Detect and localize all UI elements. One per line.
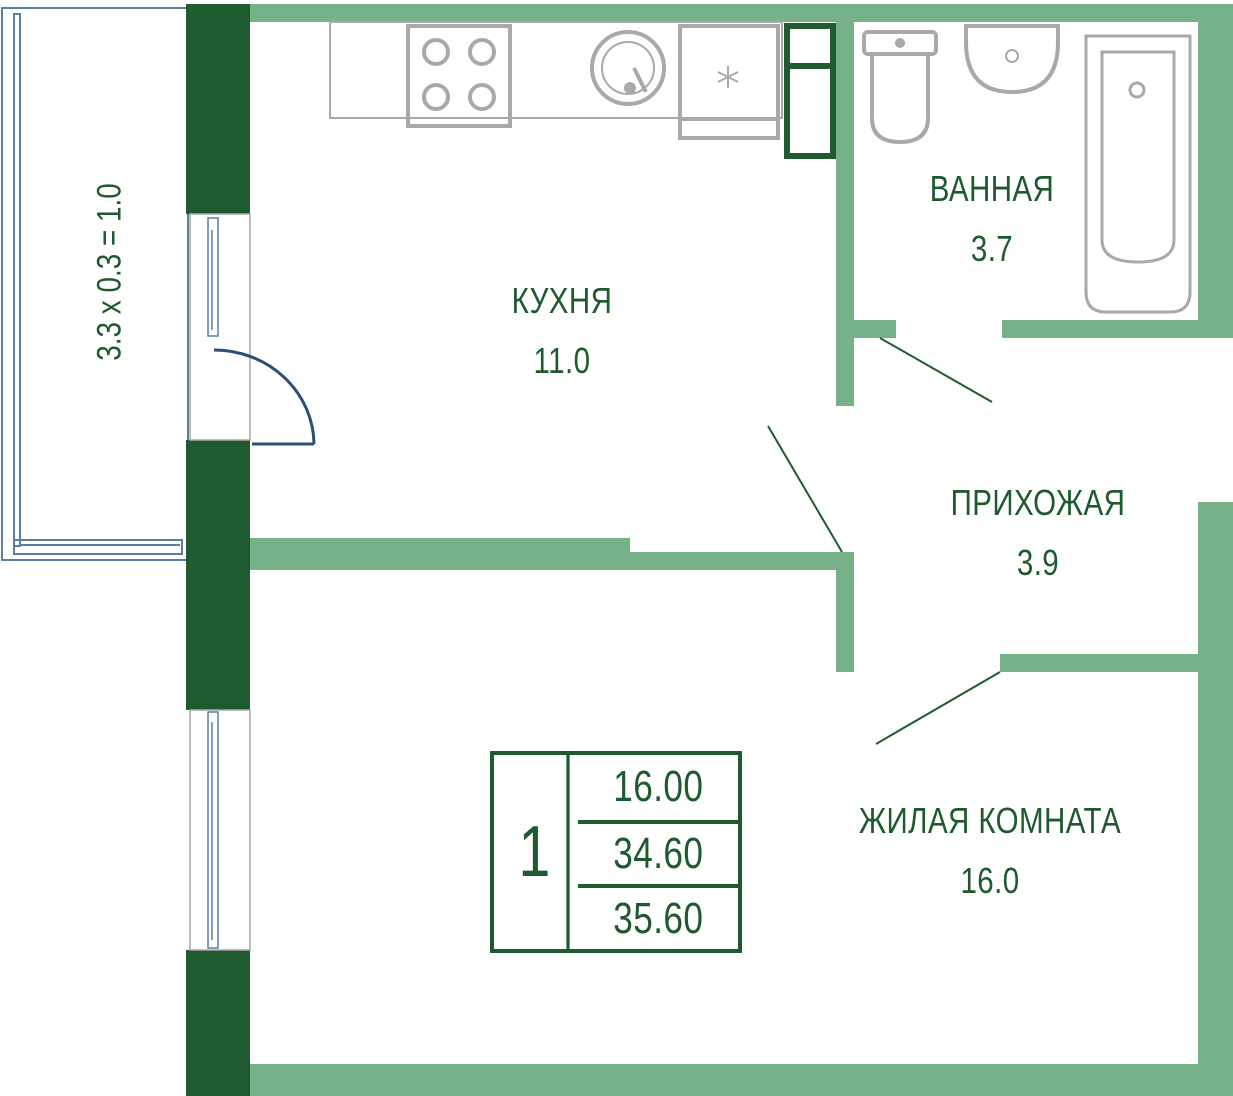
sink-icon [590, 30, 666, 106]
kitchen-area: 11.0 [533, 340, 591, 381]
walls-light [250, 4, 1233, 1096]
total-with-balcony-value: 35.60 [578, 884, 738, 949]
living-area-value: 16.00 [578, 755, 738, 820]
area-values: 16.00 34.60 35.60 [578, 755, 738, 949]
kitchen-counter [329, 21, 783, 119]
fridge-icon [678, 24, 780, 140]
bathroom-label: ВАННАЯ [929, 168, 1055, 209]
hallway-label: ПРИХОЖАЯ [950, 482, 1126, 523]
kitchen-label: КУХНЯ [511, 280, 613, 321]
washbasin-icon [964, 24, 1060, 95]
window-kitchen [189, 213, 251, 441]
door-swing-icon [213, 348, 316, 446]
total-area-value: 34.60 [578, 819, 738, 885]
toilet-icon [862, 30, 938, 145]
stove-icon [406, 24, 512, 128]
cabinet [784, 23, 836, 159]
bathtub-icon [1084, 34, 1192, 314]
living-label: ЖИЛАЯ КОМНАТА [858, 800, 1122, 841]
living-area-text: 16.00 [612, 762, 704, 812]
bathroom-area: 3.7 [970, 228, 1014, 269]
walls-dark [186, 4, 250, 1096]
hallway-area: 3.9 [1016, 542, 1060, 583]
door-lines [767, 337, 1001, 745]
total-with-balcony-text: 35.60 [612, 893, 704, 943]
balcony [1, 7, 189, 561]
total-area-text: 34.60 [612, 828, 704, 878]
rooms-count: 1 [502, 755, 570, 949]
living-area: 16.0 [960, 860, 1020, 901]
area-summary: 1 16.00 34.60 35.60 [490, 751, 742, 953]
window-living [189, 709, 251, 951]
balcony-label: 3.3 x 0.3 = 1.0 [90, 183, 129, 361]
